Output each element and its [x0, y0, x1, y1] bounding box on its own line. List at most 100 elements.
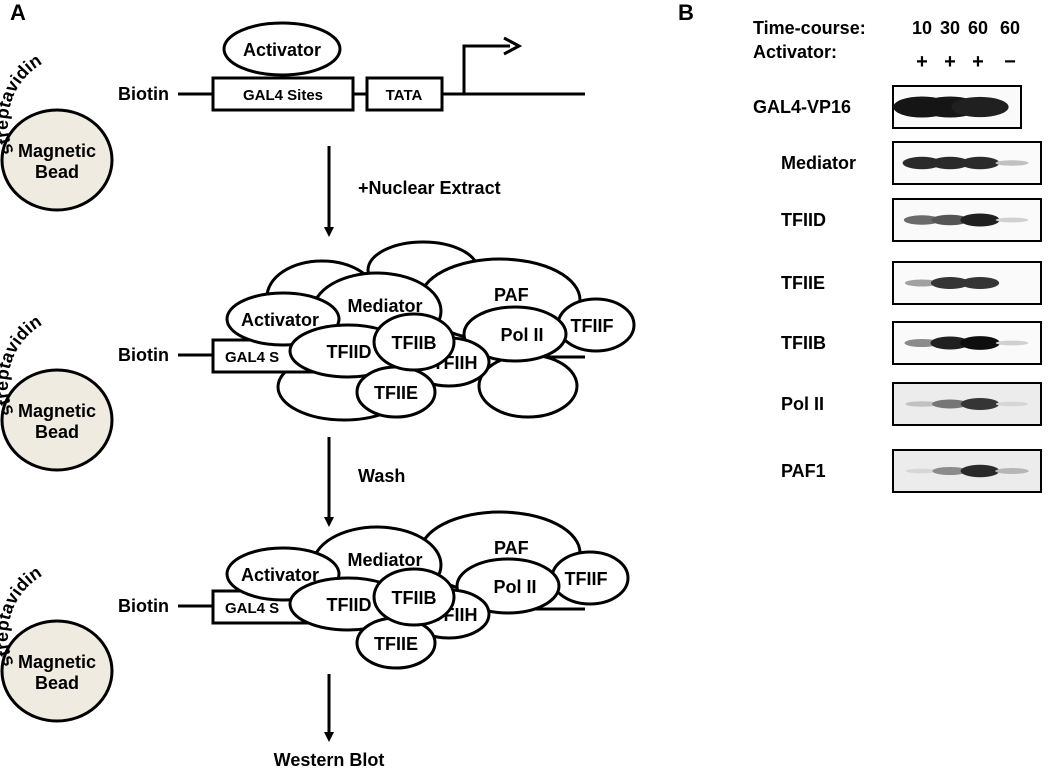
- blot-band: [930, 336, 970, 350]
- template-row-2: Magnetic Bead streptavidin Biotin PAF Me…: [0, 240, 636, 472]
- gal4-sites-box: [211, 76, 355, 112]
- lane-time-label: 10: [912, 18, 932, 38]
- blot-band: [995, 217, 1029, 223]
- blot-row: TFIIB: [781, 321, 1042, 365]
- activator-label: Activator: [243, 40, 321, 60]
- blot-row: Mediator: [781, 141, 1042, 185]
- blot-band: [960, 213, 1000, 227]
- template-row-3: Magnetic Bead streptavidin Biotin PAF Me…: [0, 510, 630, 723]
- blot-label: PAF1: [781, 461, 826, 481]
- lane-time-label: 60: [1000, 18, 1020, 38]
- tfiie-label: TFIIE: [374, 383, 418, 403]
- tfiib-ellipse: [372, 567, 456, 627]
- gal4-truncated-label: GAL4 S: [225, 600, 279, 617]
- pol2-ellipse: [462, 305, 568, 363]
- bead-label-line2: Bead: [35, 673, 79, 693]
- blot-band: [995, 401, 1029, 407]
- blot-band: [904, 339, 940, 347]
- blot-band: [951, 96, 1009, 118]
- bead-label-line1: Magnetic: [18, 652, 96, 672]
- tfiid-label: TFIID: [327, 595, 372, 615]
- lane-activator-sign: +: [972, 51, 984, 73]
- blot-row: TFIID: [781, 198, 1042, 242]
- activator-label: Activator: [241, 310, 319, 330]
- blot-row: TFIIE: [781, 261, 1042, 305]
- lane-activator-sign: +: [916, 51, 928, 73]
- activator-row-label: Activator:: [753, 42, 837, 62]
- activator-ellipse: [222, 21, 342, 77]
- tfiie-label: TFIIE: [374, 634, 418, 654]
- pol2-label: Pol II: [500, 325, 543, 345]
- bead-label-line2: Bead: [35, 162, 79, 182]
- biotin-label: Biotin: [118, 345, 169, 365]
- arrowhead-icon: [503, 36, 523, 56]
- tfiid-label: TFIID: [327, 342, 372, 362]
- blot-label: Mediator: [781, 153, 856, 173]
- western-blot-label: Western Blot: [274, 750, 385, 770]
- timecourse-label: Time-course:: [753, 18, 866, 38]
- blot-band: [905, 401, 939, 407]
- blot-band: [960, 336, 1000, 350]
- panel-a-label: A: [10, 0, 26, 25]
- template-row-1: Magnetic Bead streptavidin Biotin GAL4 S…: [0, 21, 585, 212]
- tfiib-ellipse: [372, 312, 456, 372]
- nuclear-extract-label: +Nuclear Extract: [358, 178, 501, 198]
- blot-row: Pol II: [781, 382, 1042, 426]
- blot-label: TFIID: [781, 210, 826, 230]
- blot-label: TFIIE: [781, 273, 825, 293]
- gal4-truncated-label: GAL4 S: [225, 349, 279, 366]
- bead-label-line1: Magnetic: [18, 401, 96, 421]
- blot-band: [931, 214, 969, 226]
- factor-blob: [477, 353, 579, 419]
- blot-band: [932, 399, 968, 409]
- lane-time-label: 30: [940, 18, 960, 38]
- bead-label-line2: Bead: [35, 422, 79, 442]
- transcription-start-arrow: [462, 44, 510, 94]
- blot-band: [904, 279, 940, 287]
- blot-band: [995, 468, 1029, 474]
- blot-band: [930, 156, 970, 170]
- panel-b-label: B: [678, 0, 694, 25]
- tfiif-label: TFIIF: [565, 569, 608, 589]
- tata-box: [365, 76, 444, 112]
- blot-band: [960, 277, 1000, 289]
- biotin-label: Biotin: [118, 84, 169, 104]
- magnetic-bead: [0, 619, 114, 723]
- blot-band: [960, 464, 1000, 478]
- pol2-label: Pol II: [493, 577, 536, 597]
- blot-band: [902, 156, 942, 170]
- tfiib-label: TFIIB: [392, 333, 437, 353]
- activator-label: Activator: [241, 565, 319, 585]
- blot-band: [932, 467, 968, 475]
- blot-band: [960, 156, 1000, 170]
- paf-label: PAF: [494, 538, 529, 558]
- blot-row: GAL4-VP16: [753, 85, 1022, 129]
- biotin-label: Biotin: [118, 596, 169, 616]
- tfiif-label: TFIIF: [571, 316, 614, 336]
- magnetic-bead: [0, 108, 114, 212]
- lane-time-label: 60: [968, 18, 988, 38]
- lane-headers: 10+30+60+60−: [912, 18, 1020, 73]
- blot-band: [960, 398, 1000, 410]
- tfiib-label: TFIIB: [392, 588, 437, 608]
- lane-activator-sign: +: [944, 51, 956, 73]
- gal4-sites-label: GAL4 Sites: [243, 87, 323, 104]
- blot-band: [930, 277, 970, 289]
- tata-label: TATA: [386, 87, 423, 104]
- wash-label: Wash: [358, 466, 405, 486]
- blot-band: [905, 468, 939, 474]
- blot-band: [995, 340, 1029, 346]
- blot-label: GAL4-VP16: [753, 97, 851, 117]
- mediator-label: Mediator: [347, 550, 422, 570]
- blot-label: Pol II: [781, 394, 824, 414]
- blot-row: PAF1: [781, 449, 1042, 493]
- magnetic-bead: [0, 368, 114, 472]
- bead-label-line1: Magnetic: [18, 141, 96, 161]
- blot-label: TFIIB: [781, 333, 826, 353]
- lane-activator-sign: −: [1004, 51, 1016, 73]
- mediator-label: Mediator: [347, 296, 422, 316]
- paf-label: PAF: [494, 285, 529, 305]
- blot-band: [995, 160, 1029, 166]
